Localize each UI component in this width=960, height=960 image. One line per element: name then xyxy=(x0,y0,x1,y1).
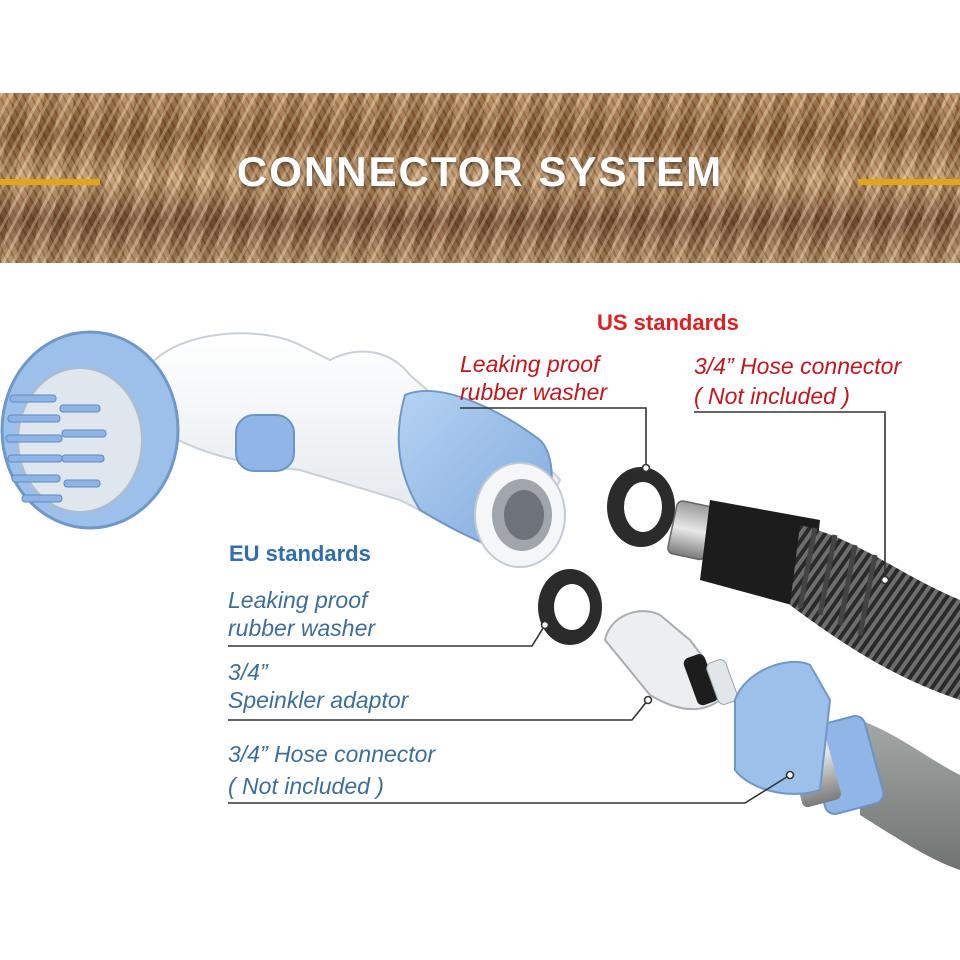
us-hose-leader xyxy=(694,411,886,580)
eu-washer-label-line1: Leaking proof xyxy=(228,587,368,613)
us-washer-label-line2: rubber washer xyxy=(460,379,608,405)
eu-hose-connector xyxy=(734,660,960,870)
us-rubber-washer xyxy=(607,467,675,547)
banner-accent-line-right xyxy=(858,179,960,185)
eu-standards-heading: EU standards xyxy=(229,541,371,566)
banner-title: CONNECTOR SYSTEM xyxy=(236,148,724,195)
banner-accent-line-left xyxy=(0,179,100,185)
us-washer-leader xyxy=(460,407,647,468)
us-washer-label-line1: Leaking proof xyxy=(460,351,600,377)
eu-adaptor-leader xyxy=(228,699,649,721)
eu-adaptor-label-line2: Speinkler adaptor xyxy=(228,687,409,713)
us-hose-label-line2: ( Not included ) xyxy=(694,383,850,409)
eu-washer-leader xyxy=(228,624,546,647)
eu-adaptor-label-line1: 3/4” xyxy=(228,659,268,685)
eu-hose-label-line1: 3/4” Hose connector xyxy=(228,741,436,767)
eu-hose-label-line2: ( Not included ) xyxy=(228,773,384,799)
us-standards-heading: US standards xyxy=(597,310,739,335)
eu-rubber-washer xyxy=(538,569,602,645)
eu-sprinkler-adaptor xyxy=(603,610,738,711)
grooming-sprayer xyxy=(0,330,566,568)
eu-washer-label-line2: rubber washer xyxy=(228,615,376,641)
leader-lines xyxy=(228,407,886,804)
us-hose-label-line1: 3/4” Hose connector xyxy=(694,353,902,379)
leader-endpoints xyxy=(540,463,890,780)
fur-banner: CONNECTOR SYSTEM xyxy=(0,93,960,263)
us-hose-connector xyxy=(667,500,960,700)
eu-hose-leader xyxy=(228,774,791,804)
